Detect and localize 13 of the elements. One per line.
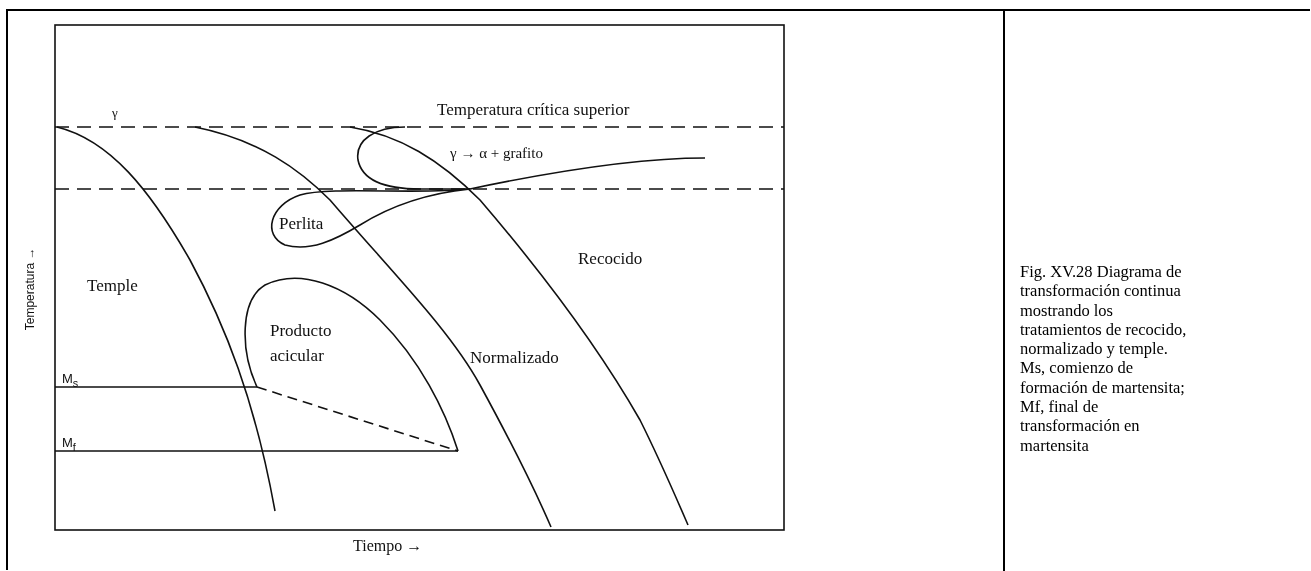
- line-label: Temperatura crítica superior: [437, 100, 630, 120]
- region-label: Producto acicular: [270, 320, 333, 367]
- axis-label: Temperatura →: [24, 246, 38, 333]
- region-label: Perlita: [279, 214, 324, 234]
- region-label: Temple: [87, 276, 138, 296]
- symbol-label: γ: [112, 106, 118, 121]
- region-label: Recocido: [578, 249, 643, 269]
- figure-caption: Fig. XV.28 Diagrama de transformación continua mostrando los tratamientos de recocido, normalizado y temple. Ms, comienzo de formación de martensita; Mf, final de transformación en martensita: [1020, 262, 1188, 455]
- region-label: Normalizado: [470, 348, 559, 368]
- axis-mark-label: M$_{f}$: [62, 436, 76, 454]
- axis-label: Tiempo →: [353, 537, 423, 556]
- axis-mark-label: M$_{s}$: [62, 372, 79, 390]
- reaction-label: γ → α + grafito: [450, 145, 543, 163]
